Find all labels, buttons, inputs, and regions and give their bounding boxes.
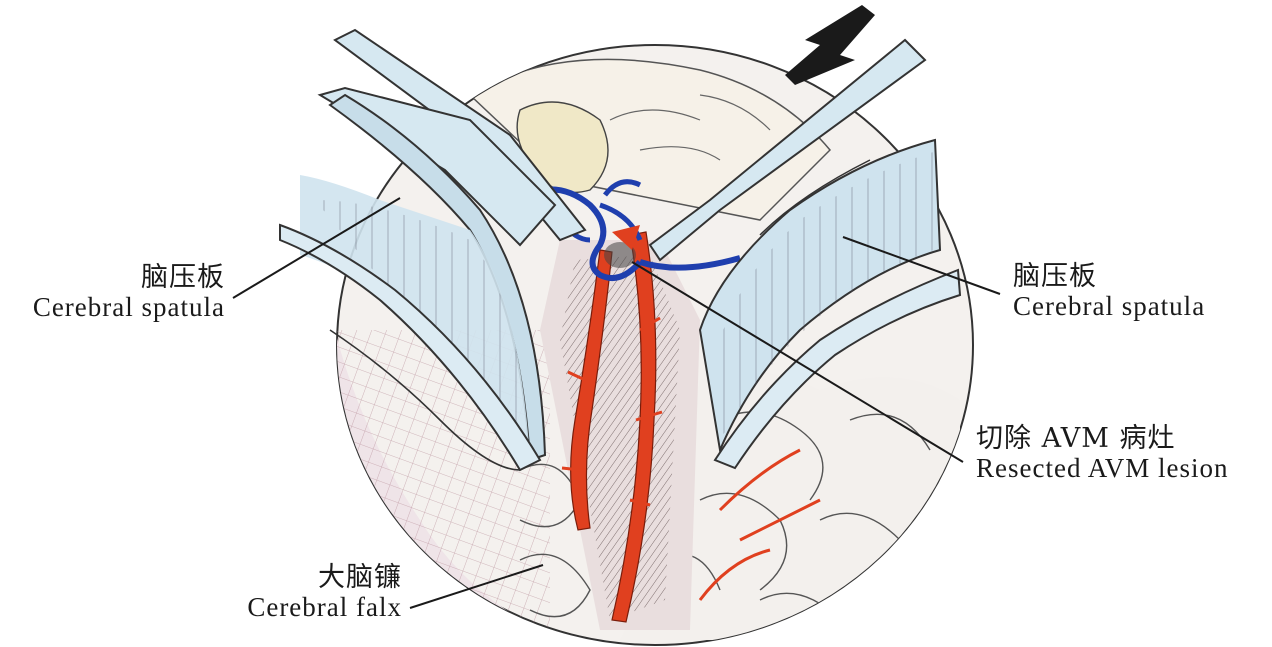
label-spatula-right-zh: 脑压板 (1013, 261, 1097, 292)
label-avm-zh: 切除 AVM 病灶 (976, 423, 1176, 454)
label-avm: 切除 AVM 病灶 Resected AVM lesion (976, 424, 1228, 483)
leader-line-spatula-left (232, 197, 401, 299)
bolt-mark (785, 5, 875, 85)
label-avm-en: Resected AVM lesion (976, 452, 1229, 483)
right-spatula (648, 38, 962, 470)
label-falx: 大脑镰 Cerebral falx (200, 563, 402, 622)
left-spatula (279, 28, 587, 472)
label-falx-en: Cerebral falx (247, 591, 402, 622)
label-spatula-left-en: Cerebral spatula (32, 291, 225, 322)
leader-line-avm (631, 261, 964, 463)
label-spatula-left: 脑压板 Cerebral spatula (0, 263, 225, 322)
label-spatula-right: 脑压板 Cerebral spatula (1013, 262, 1205, 321)
label-spatula-left-zh: 脑压板 (141, 262, 225, 293)
pericallosal-arteries (561, 231, 663, 623)
leader-line-spatula-right (842, 236, 1001, 295)
leader-line-falx (409, 564, 544, 609)
label-falx-zh: 大脑镰 (318, 562, 402, 593)
label-spatula-right-en: Cerebral spatula (1013, 290, 1206, 321)
